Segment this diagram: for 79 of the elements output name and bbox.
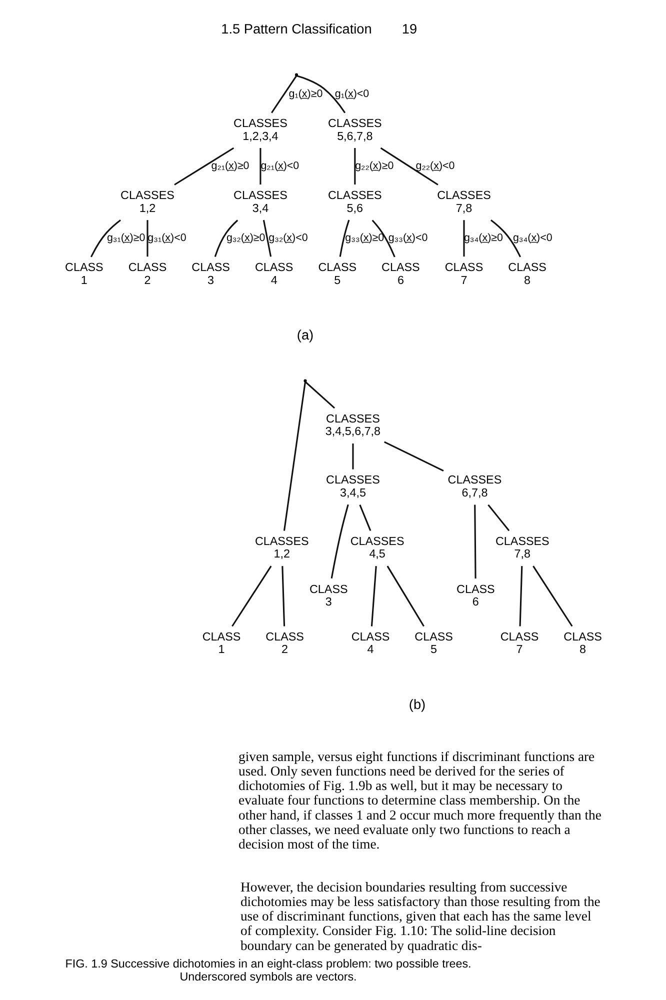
edge-label: g₂₁(x̲)≥0 — [210, 160, 249, 172]
node-text: CLASSES 3,4 — [233, 189, 287, 215]
node-text: CLASSES 4,5 — [350, 535, 404, 561]
edge-label: g₁(x̲)≥0 — [288, 88, 322, 100]
node-text: CLASS 7 — [444, 261, 483, 287]
connector — [380, 147, 438, 186]
node-text: CLASS 6 — [456, 582, 494, 608]
connector — [259, 148, 261, 185]
connector — [214, 220, 238, 257]
node-point — [294, 73, 298, 76]
connector — [296, 75, 346, 114]
node-text: CLASSES 5,6,7,8 — [327, 117, 382, 143]
node-text: CLASSES 7,8 — [495, 535, 549, 561]
edge-label: g₂₂(x̲)≥0 — [354, 160, 394, 172]
connector — [462, 220, 464, 257]
node-text: CLASSES 1,2,3,4 — [233, 117, 287, 143]
caption: FIG. 1.9 Successive dichotomies in an eight-class problem: two possible trees. Underscored symbols are vectors. — [64, 958, 471, 984]
connector — [383, 441, 444, 472]
node-text: CLASSES 1,2 — [120, 189, 174, 215]
connector — [262, 220, 272, 257]
node-text: CLASS 1 — [64, 261, 103, 287]
label: (a) — [296, 328, 314, 343]
edge-label: g₁(x̲)<0 — [334, 88, 369, 100]
node-text: CLASS 4 — [254, 261, 293, 287]
label: given sample, versus eight functions if discriminant functions are used. Only seven functions need be derived for the series of dichotomies of Fig. 1.9b as well, but it may be necessary to evaluate four functions to determine class membership. On the other hand, if classes 1 and 2 occur much more frequently than the other classes, we need evaluate only two functions to reach a decision most of the time. — [238, 748, 601, 852]
connector — [370, 566, 376, 626]
edge-label: g₃₄(x̲)<0 — [512, 232, 552, 244]
node-text: CLASS 4 — [350, 630, 390, 656]
connector — [338, 220, 350, 257]
node-text: CLASS 6 — [381, 261, 420, 287]
connector — [386, 566, 424, 627]
connector — [146, 220, 148, 257]
node-text: CLASSES 5,6 — [327, 189, 382, 215]
connector — [304, 381, 335, 409]
connector — [231, 566, 272, 627]
node-text: CLASS 3 — [308, 582, 348, 608]
node-text: CLASS 7 — [500, 630, 538, 656]
node-text: CLASS 8 — [563, 630, 602, 656]
connector — [174, 147, 234, 186]
connector — [358, 504, 371, 531]
node-text: CLASSES 3,4,5,6,7,8 — [324, 412, 380, 438]
label: 19 — [401, 22, 417, 37]
node-text: CLASS 5 — [414, 630, 452, 656]
connector — [518, 566, 522, 626]
node-point — [303, 379, 306, 382]
node-text: CLASS 3 — [191, 261, 230, 287]
edge-label: g₂₁(x̲)<0 — [260, 160, 299, 172]
node-text: CLASSES 7,8 — [436, 189, 490, 215]
edge-label: g₃₃(x̲)<0 — [388, 232, 428, 244]
connector — [371, 220, 395, 258]
label: 1.5 Pattern Classification — [220, 22, 372, 37]
node-text: CLASS 1 — [202, 630, 240, 656]
connector — [330, 504, 348, 579]
node-text: CLASSES 3,4,5 — [326, 474, 380, 500]
connector — [352, 444, 354, 470]
node-text: CLASSES 6,7,8 — [447, 474, 502, 500]
connector — [270, 76, 297, 114]
connector — [487, 504, 510, 532]
node-text: CLASS 8 — [508, 261, 546, 287]
edge-label: g₃₄(x̲)≥0 — [463, 232, 502, 244]
node-text: CLASS 2 — [265, 630, 304, 656]
connector — [354, 148, 356, 185]
edge-label: g₃₂(x̲)≥0 — [226, 232, 265, 244]
node-text: CLASSES 1,2 — [254, 535, 308, 561]
edge-label: g₃₁(x̲)<0 — [147, 232, 186, 244]
node-text: CLASS 2 — [128, 261, 166, 287]
connector — [532, 566, 572, 627]
node-text: CLASS 5 — [318, 261, 356, 287]
connector — [490, 219, 521, 258]
edge-label: g₃₃(x̲)≥0 — [344, 232, 384, 244]
label: However, the decision boundaries resulting from successive dichotomies may be less satisfactory than those resulting from the use of discriminant functions, given that each has the same level of complexity. Consider Fig. 1.10: The solid-line decision boundary can be generated by quadratic dis- — [240, 879, 600, 953]
edge-label: g₃₂(x̲)<0 — [268, 232, 308, 244]
connector — [282, 382, 306, 531]
edge-label: g₂₂(x̲)<0 — [415, 160, 454, 172]
connector — [474, 504, 476, 578]
label: (b) — [408, 696, 426, 712]
connector — [90, 219, 120, 258]
edge-label: g₃₁(x̲)≥0 — [106, 232, 145, 244]
connector — [281, 566, 285, 626]
